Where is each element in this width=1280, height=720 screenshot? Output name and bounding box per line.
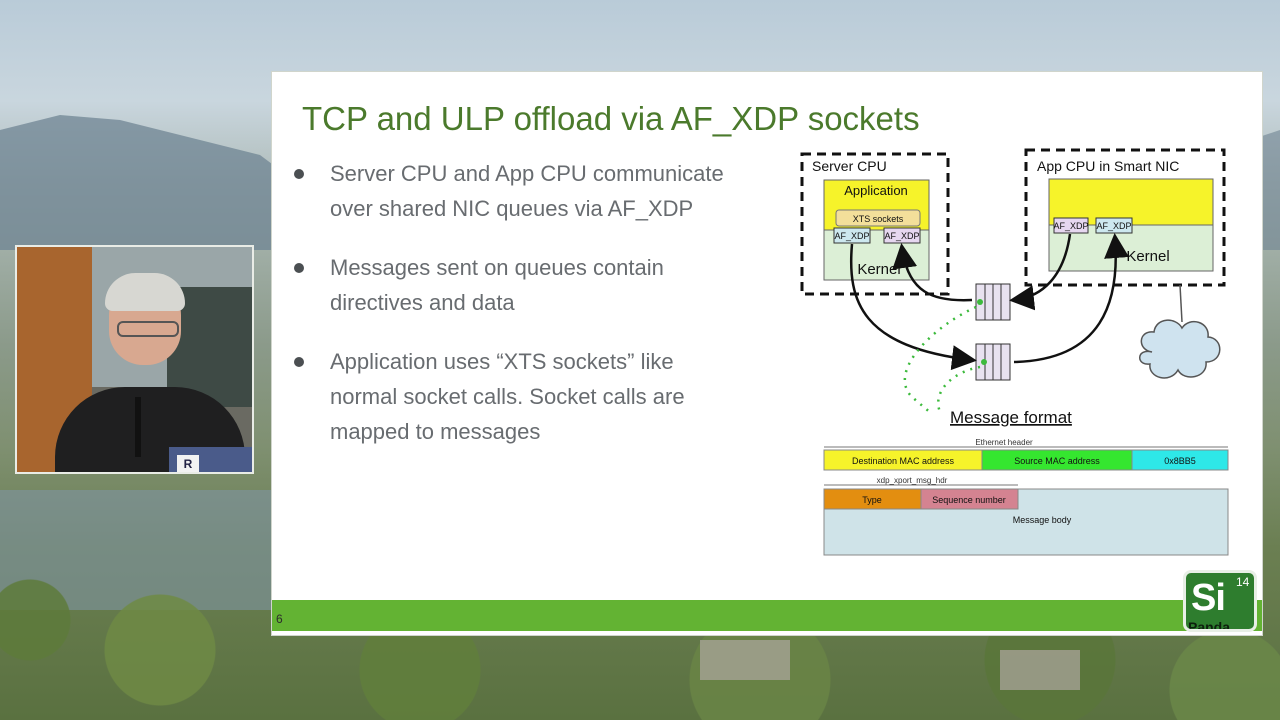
bullet-line: normal socket calls. Socket calls are: [330, 384, 685, 409]
message-format-title: Message format: [950, 408, 1072, 427]
af-xdp-box: [883, 227, 921, 244]
queue-marker: [977, 299, 983, 305]
af-xdp-box: [1095, 217, 1133, 234]
queue-marker: [981, 359, 987, 365]
bullet-line: over shared NIC queues via AF_XDP: [330, 196, 694, 221]
src-mac-label: Source MAC address: [1014, 456, 1100, 466]
server-cpu-label: Server CPU: [812, 158, 887, 174]
af-xdp-box: [833, 227, 871, 244]
bullet-dot-icon: [294, 357, 304, 367]
bullet-item: Application uses “XTS sockets” like norm…: [290, 344, 780, 449]
af-xdp-label: AF_XDP: [884, 231, 919, 241]
bullet-line: directives and data: [330, 290, 515, 315]
type-label: Type: [862, 495, 882, 505]
speaker-glasses: [117, 321, 179, 337]
bullet-dot-icon: [294, 169, 304, 179]
bullet-item: Messages sent on queues contain directiv…: [290, 250, 780, 320]
message-body-label: Message body: [1013, 515, 1072, 525]
xts-sockets-box: [835, 209, 921, 227]
slide-title: TCP and ULP offload via AF_XDP sockets: [302, 100, 920, 137]
dotted-link: [937, 365, 981, 413]
speaker-hair: [105, 273, 185, 311]
logo-text: Si: [1191, 577, 1226, 619]
bullet-line: Messages sent on queues contain: [330, 255, 664, 280]
logo-subtext: Panda: [1188, 619, 1231, 632]
arrow-server-to-queue: [849, 243, 977, 371]
af-xdp-label: AF_XDP: [1053, 221, 1088, 231]
arrow-queue-to-server: [892, 243, 973, 302]
ethertype-label: 0x8BB5: [1164, 456, 1196, 466]
bullet-dot-icon: [294, 263, 304, 273]
server-cpu-box: [800, 152, 950, 296]
af-xdp-label: AF_XDP: [1096, 221, 1131, 231]
laptop-sticker-icon: R: [177, 455, 199, 472]
dotted-link: [903, 305, 977, 415]
slide-page-number: 6: [276, 612, 283, 626]
application-label: Application: [844, 183, 908, 198]
conference-logo: Si 14 Panda: [1183, 570, 1257, 632]
bullet-list: Server CPU and App CPU communicate over …: [290, 156, 780, 473]
architecture-diagram: Server CPU Application XTS sockets AF_XD…: [800, 148, 1229, 556]
nic-application-area: [1048, 178, 1214, 226]
arrow-queue-to-nic: [1013, 233, 1130, 364]
af-xdp-box: [1053, 217, 1089, 234]
dest-mac-label: Destination MAC address: [852, 456, 955, 466]
ethertype-field: [1131, 449, 1229, 471]
arrow-nic-to-queue: [1009, 233, 1072, 311]
bullet-line: mapped to messages: [330, 419, 541, 444]
sequence-number-field: [920, 488, 1019, 510]
presentation-slide: TCP and ULP offload via AF_XDP sockets S…: [272, 72, 1262, 635]
xdp-hdr-label: xdp_xport_msg_hdr: [877, 476, 948, 485]
app-cpu-box: [1024, 148, 1226, 287]
speaker-webcam: R: [15, 245, 254, 474]
microphone: [135, 397, 141, 457]
kernel-label: Kernel: [857, 261, 900, 278]
bullet-item: Server CPU and App CPU communicate over …: [290, 156, 780, 226]
bullet-line: Server CPU and App CPU communicate: [330, 161, 724, 186]
bullet-line: Application uses “XTS sockets” like: [330, 349, 674, 374]
background-house: [700, 640, 790, 680]
xts-sockets-label: XTS sockets: [853, 214, 904, 224]
slide-footer-bar: [272, 600, 1262, 631]
background-house: [1000, 650, 1080, 690]
logo-superscript: 14: [1236, 575, 1250, 589]
af-xdp-label: AF_XDP: [834, 231, 869, 241]
sequence-number-label: Sequence number: [932, 495, 1006, 505]
ethernet-header-label: Ethernet header: [975, 438, 1033, 447]
app-cpu-label: App CPU in Smart NIC: [1037, 158, 1179, 174]
network-cloud-icon: [1139, 284, 1221, 379]
kernel-label: Kernel: [1126, 248, 1169, 265]
